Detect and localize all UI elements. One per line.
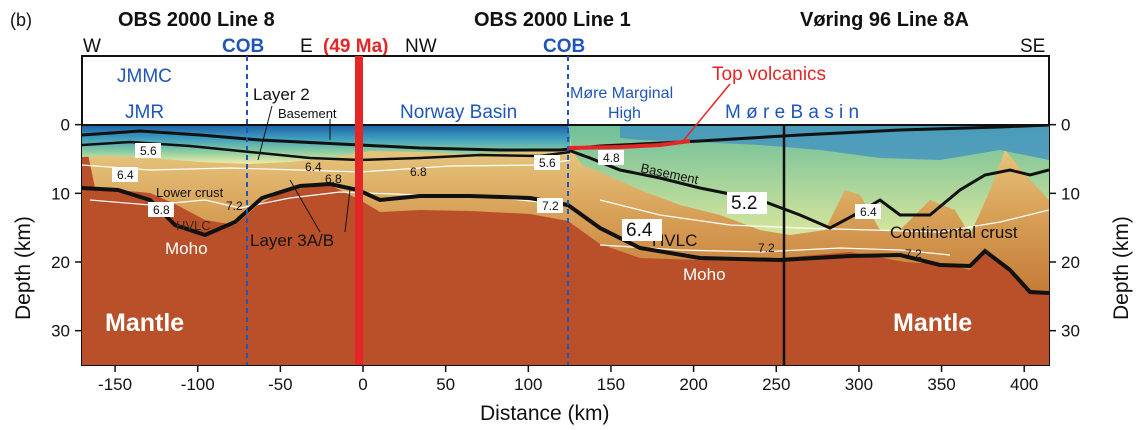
- velocity-label: 7.2: [542, 199, 559, 213]
- x-tick-label: 150: [597, 375, 625, 394]
- moho-line: [82, 181, 1049, 295]
- x-tick-label: -100: [181, 375, 215, 394]
- velocity-label: 6.8: [325, 172, 342, 186]
- label-basement: Basement: [278, 106, 337, 121]
- seafloor-line: [82, 125, 1049, 152]
- x-tick-label: 50: [436, 375, 455, 394]
- x-tick-label: -150: [98, 375, 132, 394]
- direction-nw: NW: [405, 36, 437, 57]
- x-tick-label: 250: [762, 375, 790, 394]
- velocity-label: 5.6: [539, 156, 556, 170]
- x-tick-label: 0: [358, 375, 367, 394]
- label-more-marginal: Møre Marginal: [570, 85, 673, 102]
- y-axis-right: 0 10 20 30: [1049, 116, 1080, 341]
- label-continental-crust: Continental crust: [890, 223, 1018, 242]
- title-line8a: Vøring 96 Line 8A: [800, 9, 969, 31]
- cob-label-right: COB: [543, 36, 585, 57]
- label-hvlc-right: HVLC: [652, 231, 697, 250]
- label-lower-crust: Lower crust: [156, 185, 224, 200]
- velocity-label: 6.4: [305, 160, 322, 174]
- y-tick-label: 30: [51, 322, 70, 341]
- velocity-label: 6.8: [410, 165, 427, 179]
- label-layer2: Layer 2: [253, 85, 310, 104]
- velocity-label: 6.8: [153, 203, 170, 217]
- direction-w: W: [83, 36, 101, 57]
- label-more-marginal-high: High: [608, 105, 641, 122]
- x-tick-label: 400: [1010, 375, 1038, 394]
- title-line1: OBS 2000 Line 1: [474, 9, 631, 31]
- panel-label: (b): [10, 10, 32, 30]
- x-tick-label: 350: [927, 375, 955, 394]
- x-tick-label: 200: [679, 375, 707, 394]
- y-tick-label: 0: [61, 116, 70, 135]
- y-tick-label: 20: [1061, 253, 1080, 272]
- title-line8: OBS 2000 Line 8: [118, 9, 275, 31]
- y-tick-label: 0: [1061, 116, 1070, 135]
- y-axis-left: 0 10 20 30: [51, 116, 82, 341]
- water-sediment-blue: [620, 125, 1049, 160]
- age-marker-bar: [355, 56, 363, 365]
- velocity-label: 6.4: [117, 168, 134, 182]
- x-tick-label: 100: [514, 375, 542, 394]
- velocity-label: 7.2: [758, 241, 775, 255]
- x-axis-label: Distance (km): [480, 402, 610, 425]
- y-axis-label-right: Depth (km): [1110, 216, 1133, 320]
- label-top-volcanics: Top volcanics: [712, 64, 826, 85]
- label-layer3ab: Layer 3A/B: [250, 231, 334, 250]
- label-hvlc-left: HVLC: [176, 218, 211, 233]
- label-norway-basin: Norway Basin: [400, 102, 517, 123]
- y-tick-label: 10: [1061, 184, 1080, 203]
- y-tick-label: 10: [51, 184, 70, 203]
- direction-e: E: [300, 36, 313, 57]
- velocity-label: 7.2: [905, 247, 922, 261]
- direction-se: SE: [1020, 36, 1045, 57]
- label-moho-right: Moho: [683, 265, 726, 284]
- velocity-label: 5.2: [731, 193, 757, 214]
- velocity-label: 4.8: [603, 151, 620, 165]
- velocity-label: 6.4: [626, 220, 653, 241]
- label-more-basin: M ø r e B a s i n: [725, 102, 859, 123]
- velocity-label: 6.4: [860, 205, 877, 219]
- x-axis: -150 -100 -50 0 50 100 150 200 250 300 350 400: [98, 365, 1038, 394]
- geology-section: [82, 125, 1049, 365]
- y-tick-label: 20: [51, 253, 70, 272]
- label-mantle-right: Mantle: [893, 309, 972, 337]
- velocity-label: 5.6: [140, 144, 157, 158]
- velocity-labels: 5.6 6.4 6.8 7.2 6.4 6.8 6.8 5.6 7.2 4.8 …: [112, 143, 922, 261]
- label-mantle-left: Mantle: [105, 309, 184, 337]
- age-marker-label: (49 Ma): [323, 36, 388, 57]
- label-moho-left: Moho: [165, 239, 208, 258]
- velocity-label: 7.2: [226, 199, 243, 213]
- cob-label-left: COB: [222, 36, 264, 57]
- x-tick-label: 300: [845, 375, 873, 394]
- label-jmmc: JMMC: [117, 66, 172, 87]
- label-jmr: JMR: [125, 102, 164, 123]
- x-tick-label: -50: [268, 375, 293, 394]
- y-tick-label: 30: [1061, 322, 1080, 341]
- top-volcanics-line: [567, 139, 691, 150]
- y-axis-label-left: Depth (km): [12, 216, 35, 320]
